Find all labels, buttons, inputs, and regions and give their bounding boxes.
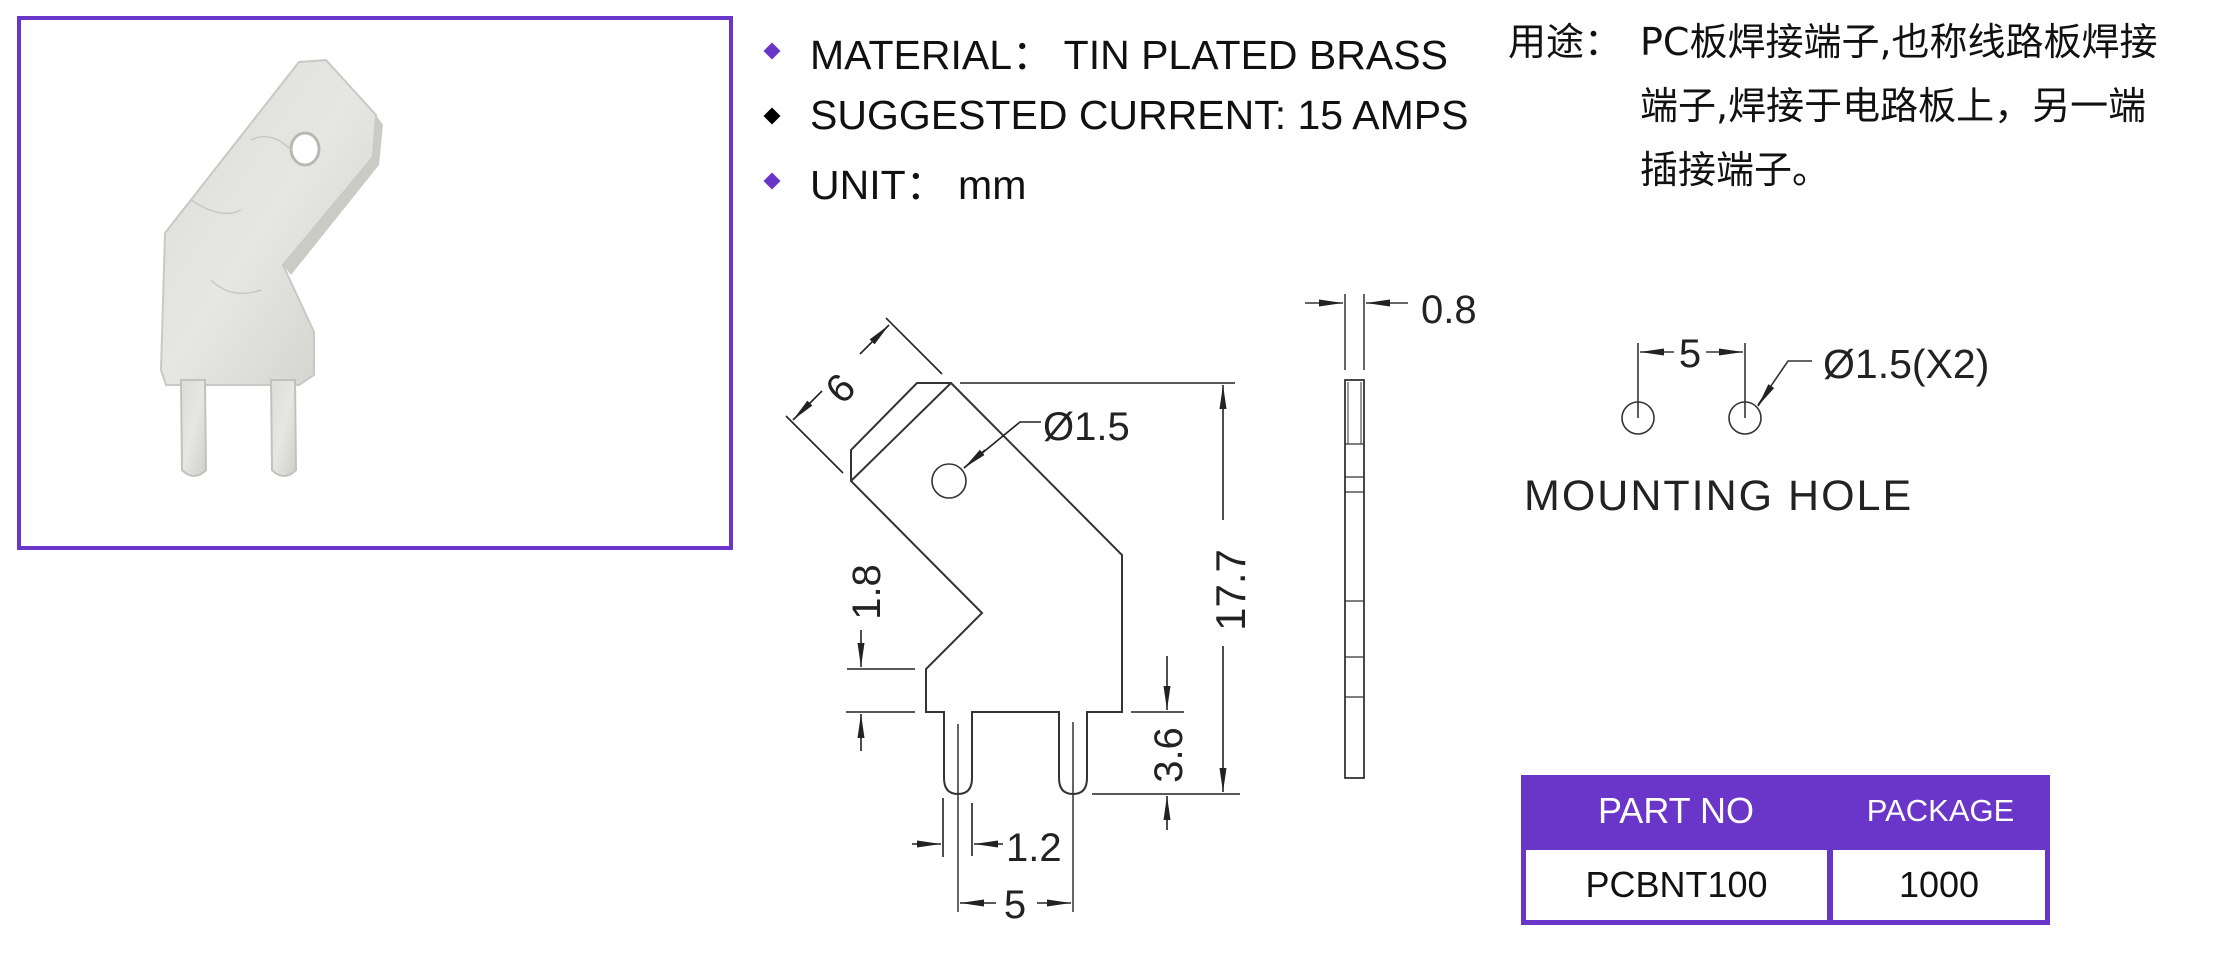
mounting-hole-diagram: [1621, 343, 1812, 435]
extension-line: [885, 317, 943, 375]
mounting-hole-labels: 5 Ø1.5(X2): [1679, 332, 1989, 387]
usage-body: PC板焊接端子,也称线路板焊接 端子,焊接于电路板上，另一端 插接端子。: [1640, 10, 2220, 202]
table-cell-part-no: PCBNT100: [1526, 850, 1827, 920]
extension-line: [785, 415, 844, 474]
spec-material-label: MATERIAL： TIN PLATED BRASS: [810, 31, 1448, 78]
mounting-hole-callout: Ø1.5(X2): [1823, 341, 1989, 387]
bend-line: [850, 382, 952, 482]
table-cell-package: 1000: [1833, 850, 2045, 920]
dimension-arrow: [859, 324, 890, 355]
dim-tab-width: 6: [817, 365, 864, 412]
terminal-pin-right: [269, 379, 298, 477]
dim-hole-diameter: Ø1.5: [1043, 405, 1130, 449]
table-header-part-no: PART NO: [1597, 790, 1755, 831]
dim-pin-length: 3.6: [1147, 727, 1191, 783]
mounting-pitch: 5: [1679, 332, 1701, 376]
dimension-arrow: [792, 390, 823, 421]
table-header-package: PACKAGE: [1866, 793, 2015, 828]
part-table: PART NO PACKAGE PCBNT100 1000: [1521, 775, 2050, 925]
terminal-edge-shadow: [283, 115, 383, 275]
leader-arrow: [1757, 384, 1775, 407]
spec-item-current: SUGGESTED CURRENT: 15 AMPS: [760, 83, 1468, 148]
terminal-pin-left: [179, 379, 208, 477]
leader-arrow: [963, 449, 986, 469]
dim-overall-height: 17.7: [1207, 549, 1254, 631]
usage-label: 用途：: [1508, 20, 1623, 64]
spec-current-label: SUGGESTED CURRENT: 15 AMPS: [810, 92, 1469, 138]
usage-line: 插接端子。: [1640, 148, 1831, 192]
mounting-hole-label: MOUNTING HOLE: [1524, 472, 1914, 520]
side-view: [1305, 294, 1408, 779]
side-view-body: [1344, 379, 1365, 779]
spec-list: MATERIAL： TIN PLATED BRASS SUGGESTED CUR…: [760, 18, 1468, 213]
hole-circle: [931, 463, 967, 499]
dim-thickness: 0.8: [1421, 288, 1477, 332]
terminal-front-profile: [850, 382, 1123, 796]
terminal-photo: [159, 58, 383, 477]
terminal-outline: [850, 382, 1123, 912]
leader-line: [1757, 360, 1812, 406]
product-photo-frame: [17, 16, 733, 550]
usage-line: 端子,焊接于电路板上，另一端: [1640, 84, 2147, 128]
dim-step-height: 1.8: [845, 564, 889, 620]
usage-line: PC板焊接端子,也称线路板焊接: [1640, 20, 2158, 64]
dim-pin-pitch: 5: [1004, 883, 1026, 927]
spec-item-material: MATERIAL： TIN PLATED BRASS: [760, 18, 1468, 83]
terminal-texture: [190, 135, 292, 295]
dim-pin-width: 1.2: [1006, 826, 1062, 870]
dimension-lines: [785, 317, 1240, 907]
spec-item-unit: UNIT： mm: [760, 148, 1468, 213]
terminal-body: [159, 58, 378, 386]
spec-unit-label: UNIT： mm: [810, 161, 1027, 208]
